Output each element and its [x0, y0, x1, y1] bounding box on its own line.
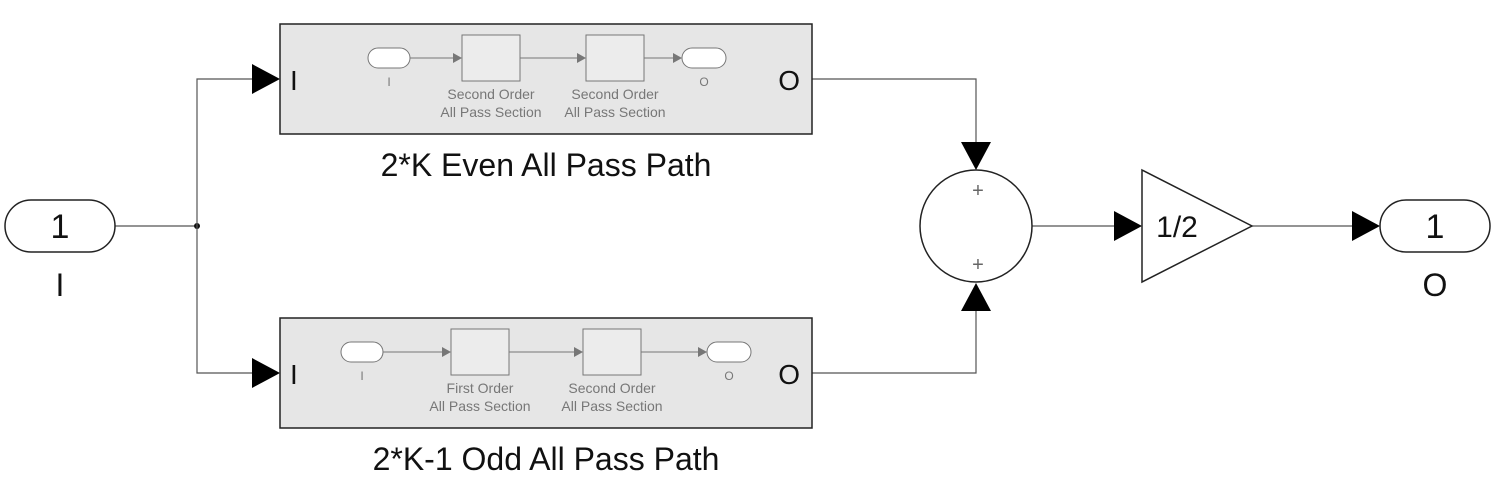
sum-block[interactable]: + +	[919, 169, 1033, 283]
inport-block[interactable]: 1 I	[4, 199, 116, 303]
odd-block-2-label-line2: All Pass Section	[561, 398, 662, 414]
wire-odd-to-sum[interactable]	[812, 311, 977, 374]
arrow-into-sum-bottom	[961, 283, 991, 311]
gain-value: 1/2	[1156, 211, 1198, 244]
even-block-1-label-line2: All Pass Section	[440, 104, 541, 120]
odd-inner-arrow-3	[698, 347, 707, 357]
odd-inner-inport	[340, 341, 384, 363]
even-path-subsystem[interactable]: I O I Second Order All Pass Section Seco…	[279, 23, 813, 183]
odd-block-2-label-line1: Second Order	[568, 380, 655, 396]
odd-block-1-label-line1: First Order	[447, 380, 514, 396]
sum-top-sign: +	[972, 180, 984, 202]
arrowheads	[252, 64, 1380, 388]
odd-inner-arrow-2	[574, 347, 583, 357]
odd-inner-outport	[706, 341, 752, 363]
gain-block[interactable]: 1/2	[1141, 168, 1254, 284]
odd-path-subsystem[interactable]: I O I First Order All Pass Section Secon…	[279, 317, 813, 477]
outport-shape[interactable]	[1379, 199, 1491, 253]
wire-even-to-sum[interactable]	[812, 78, 977, 142]
gain-triangle[interactable]	[1141, 168, 1254, 284]
odd-block-1-label-line2: All Pass Section	[429, 398, 530, 414]
odd-block-2	[582, 328, 642, 376]
odd-path-title: 2*K-1 Odd All Pass Path	[373, 441, 720, 477]
inport-name: I	[56, 267, 65, 303]
odd-inner-outport-label: O	[724, 369, 733, 383]
even-path-out-label: O	[778, 65, 800, 96]
even-block-2	[585, 34, 645, 82]
odd-inner-arrow-1	[442, 347, 451, 357]
even-inner-arrow-1	[453, 53, 462, 63]
even-block-1-label-line1: Second Order	[447, 86, 534, 102]
inport-shape[interactable]	[4, 199, 116, 253]
arrow-into-outport	[1352, 211, 1380, 241]
sum-circle[interactable]	[919, 169, 1033, 283]
inport-number: 1	[51, 208, 70, 246]
sum-bottom-sign: +	[972, 254, 984, 276]
even-block-2-label-line2: All Pass Section	[564, 104, 665, 120]
outport-name: O	[1423, 267, 1448, 303]
wire-to-odd-path[interactable]	[196, 226, 252, 374]
odd-path-in-label: I	[290, 359, 298, 390]
arrow-into-sum-top	[961, 142, 991, 170]
signal-lines	[115, 78, 1352, 374]
odd-path-out-label: O	[778, 359, 800, 390]
outport-number: 1	[1426, 208, 1445, 246]
arrow-into-gain	[1114, 211, 1142, 241]
even-block-2-label-line1: Second Order	[571, 86, 658, 102]
wire-to-even-path[interactable]	[196, 78, 252, 226]
outport-block[interactable]: 1 O	[1379, 199, 1491, 303]
arrow-into-even-path	[252, 64, 280, 94]
even-path-block[interactable]	[279, 23, 813, 135]
even-block-1	[461, 34, 521, 82]
even-inner-arrow-3	[673, 53, 682, 63]
even-inner-inport	[367, 47, 411, 69]
even-path-in-label: I	[290, 65, 298, 96]
even-path-title: 2*K Even All Pass Path	[381, 147, 712, 183]
odd-inner-inport-label: I	[360, 369, 363, 383]
even-inner-outport	[681, 47, 727, 69]
arrow-into-odd-path	[252, 358, 280, 388]
even-inner-inport-label: I	[387, 75, 390, 89]
odd-path-block[interactable]	[279, 317, 813, 429]
odd-block-1	[450, 328, 510, 376]
even-inner-outport-label: O	[699, 75, 708, 89]
even-inner-arrow-2	[577, 53, 586, 63]
